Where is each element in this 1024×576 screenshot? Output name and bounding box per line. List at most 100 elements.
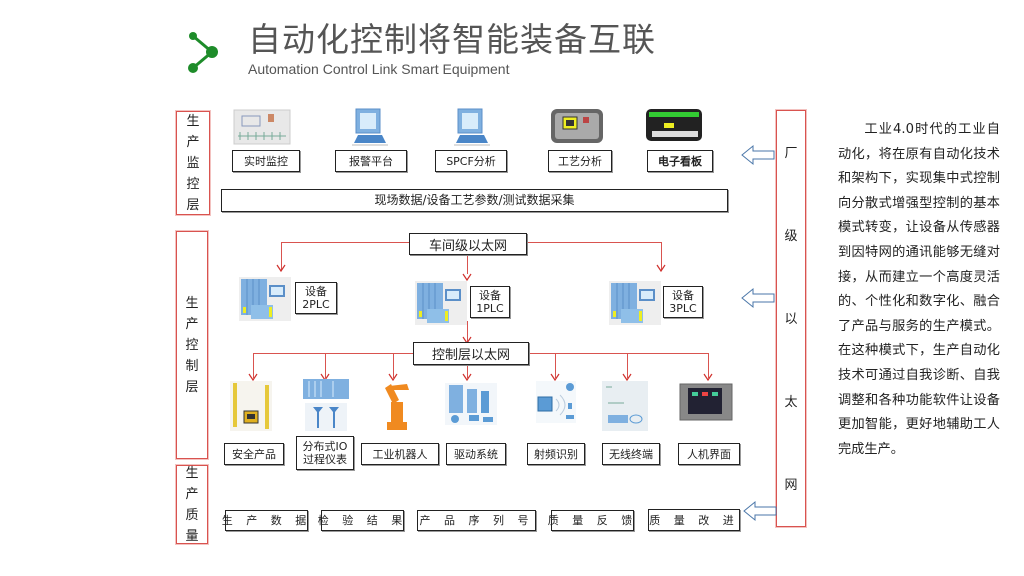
arrowhead	[462, 273, 472, 282]
layer-label-control: 生 产 控 制 层	[176, 231, 208, 459]
wireless-terminal-icon	[602, 381, 648, 431]
monitor-item-label: SPCF分析	[435, 150, 507, 172]
factory-char: 厂	[784, 146, 798, 161]
factory-char: 太	[784, 395, 798, 410]
network-line	[281, 242, 282, 270]
layer-label-quality: 生 产 质 量	[176, 465, 208, 544]
arrowhead	[248, 373, 258, 382]
monitor-item-label: 报警平台	[335, 150, 407, 172]
layer-char: 产	[185, 486, 199, 502]
arrowhead	[703, 373, 713, 382]
quality-item-label: 生 产 数 据	[222, 510, 308, 531]
arrowhead	[388, 373, 398, 382]
computer-icon	[352, 108, 388, 146]
hmi-panel-icon	[679, 383, 733, 421]
network-line	[467, 321, 468, 343]
plc-icon	[239, 277, 291, 321]
device-label: 射频识别	[527, 443, 585, 465]
device-label-line: 分布式IO	[302, 440, 348, 453]
network-line	[281, 242, 411, 243]
layer-char: 控	[186, 176, 200, 192]
device-label-line: 过程仪表	[303, 453, 347, 466]
network-line	[555, 353, 556, 378]
layer-char: 产	[185, 316, 199, 332]
industrial-panel-icon	[551, 109, 603, 143]
electronic-board-icon	[646, 109, 702, 141]
network-line	[627, 353, 628, 378]
device-label: 人机界面	[678, 443, 740, 465]
left-arrow-icon	[741, 287, 775, 309]
factory-char: 级	[784, 229, 798, 244]
network-line	[253, 353, 414, 354]
data-collection-bar: 现场数据/设备工艺参数/测试数据采集	[221, 189, 728, 212]
arrowhead	[550, 373, 560, 382]
layer-char: 生	[186, 113, 200, 129]
arrowhead	[462, 373, 472, 382]
quality-item-label: 检 验 结 果	[318, 510, 404, 531]
share-node-icon	[188, 32, 218, 73]
page-subtitle: Automation Control Link Smart Equipment	[248, 61, 510, 77]
layer-char: 质	[185, 507, 199, 523]
plc-label-line: 2PLC	[302, 298, 330, 311]
factory-char: 网	[784, 478, 798, 493]
monitor-item-label: 实时监控	[232, 150, 300, 172]
arrowhead	[656, 264, 666, 273]
quality-item-label: 产 品 序 列 号	[417, 510, 536, 531]
monitor-item-label: 工艺分析	[548, 150, 612, 172]
plc-label-line: 3PLC	[669, 302, 697, 315]
device-label: 安全产品	[224, 443, 284, 465]
layer-char: 控	[185, 337, 199, 353]
industrial-robot-icon	[385, 384, 409, 430]
device-label: 工业机器人	[361, 443, 439, 465]
left-arrow-icon	[741, 144, 775, 166]
plc-icon	[609, 281, 661, 325]
network-line	[526, 242, 662, 243]
network-line	[325, 353, 326, 378]
network-line	[467, 364, 468, 378]
plc-label-line: 1PLC	[476, 302, 504, 315]
safety-light-curtain-icon	[230, 381, 272, 431]
layer-char: 制	[185, 358, 199, 374]
page-title: 自动化控制将智能装备互联	[248, 20, 656, 59]
plc-label-line: 设备	[305, 285, 327, 298]
description-text: 工业4.0时代的工业自动化，将在原有自动化技术和架构下，实现集中式控制向分散式增…	[838, 122, 1000, 457]
device-label: 驱动系统	[446, 443, 506, 465]
left-arrow-icon	[743, 500, 777, 522]
layer-char: 监	[186, 155, 200, 171]
quality-item-label: 质 量 反 馈	[548, 510, 634, 531]
workshop-ethernet-label: 车间级以太网	[409, 233, 527, 255]
network-line	[527, 353, 708, 354]
arrowhead	[622, 373, 632, 382]
network-line	[253, 353, 254, 378]
layer-char: 产	[186, 134, 200, 150]
distributed-io-icon	[303, 379, 349, 431]
network-line	[393, 353, 394, 378]
factory-char: 以	[784, 312, 798, 327]
layer-label-monitor: 生 产 监 控 层	[176, 111, 210, 215]
network-line	[661, 242, 662, 270]
monitoring-screen-icon	[233, 109, 291, 145]
arrowhead	[276, 264, 286, 273]
control-ethernet-label: 控制层以太网	[413, 342, 529, 365]
plc-label-line: 设备	[672, 289, 694, 302]
network-line	[708, 353, 709, 378]
layer-char: 量	[185, 528, 199, 544]
layer-char: 层	[185, 379, 199, 395]
layer-char: 层	[186, 197, 200, 213]
factory-ethernet-box: 厂 级 以 太 网	[776, 110, 806, 527]
computer-icon	[454, 108, 490, 146]
layer-char: 生	[185, 295, 199, 311]
plc-label-line: 设备	[479, 289, 501, 302]
quality-item-label: 质 量 改 进	[648, 509, 740, 531]
layer-char: 生	[185, 465, 199, 481]
monitor-item-label: 电子看板	[647, 150, 713, 172]
drive-system-icon	[445, 383, 497, 425]
device-label: 无线终端	[602, 443, 660, 465]
rfid-icon	[536, 381, 576, 423]
network-line	[467, 254, 468, 274]
